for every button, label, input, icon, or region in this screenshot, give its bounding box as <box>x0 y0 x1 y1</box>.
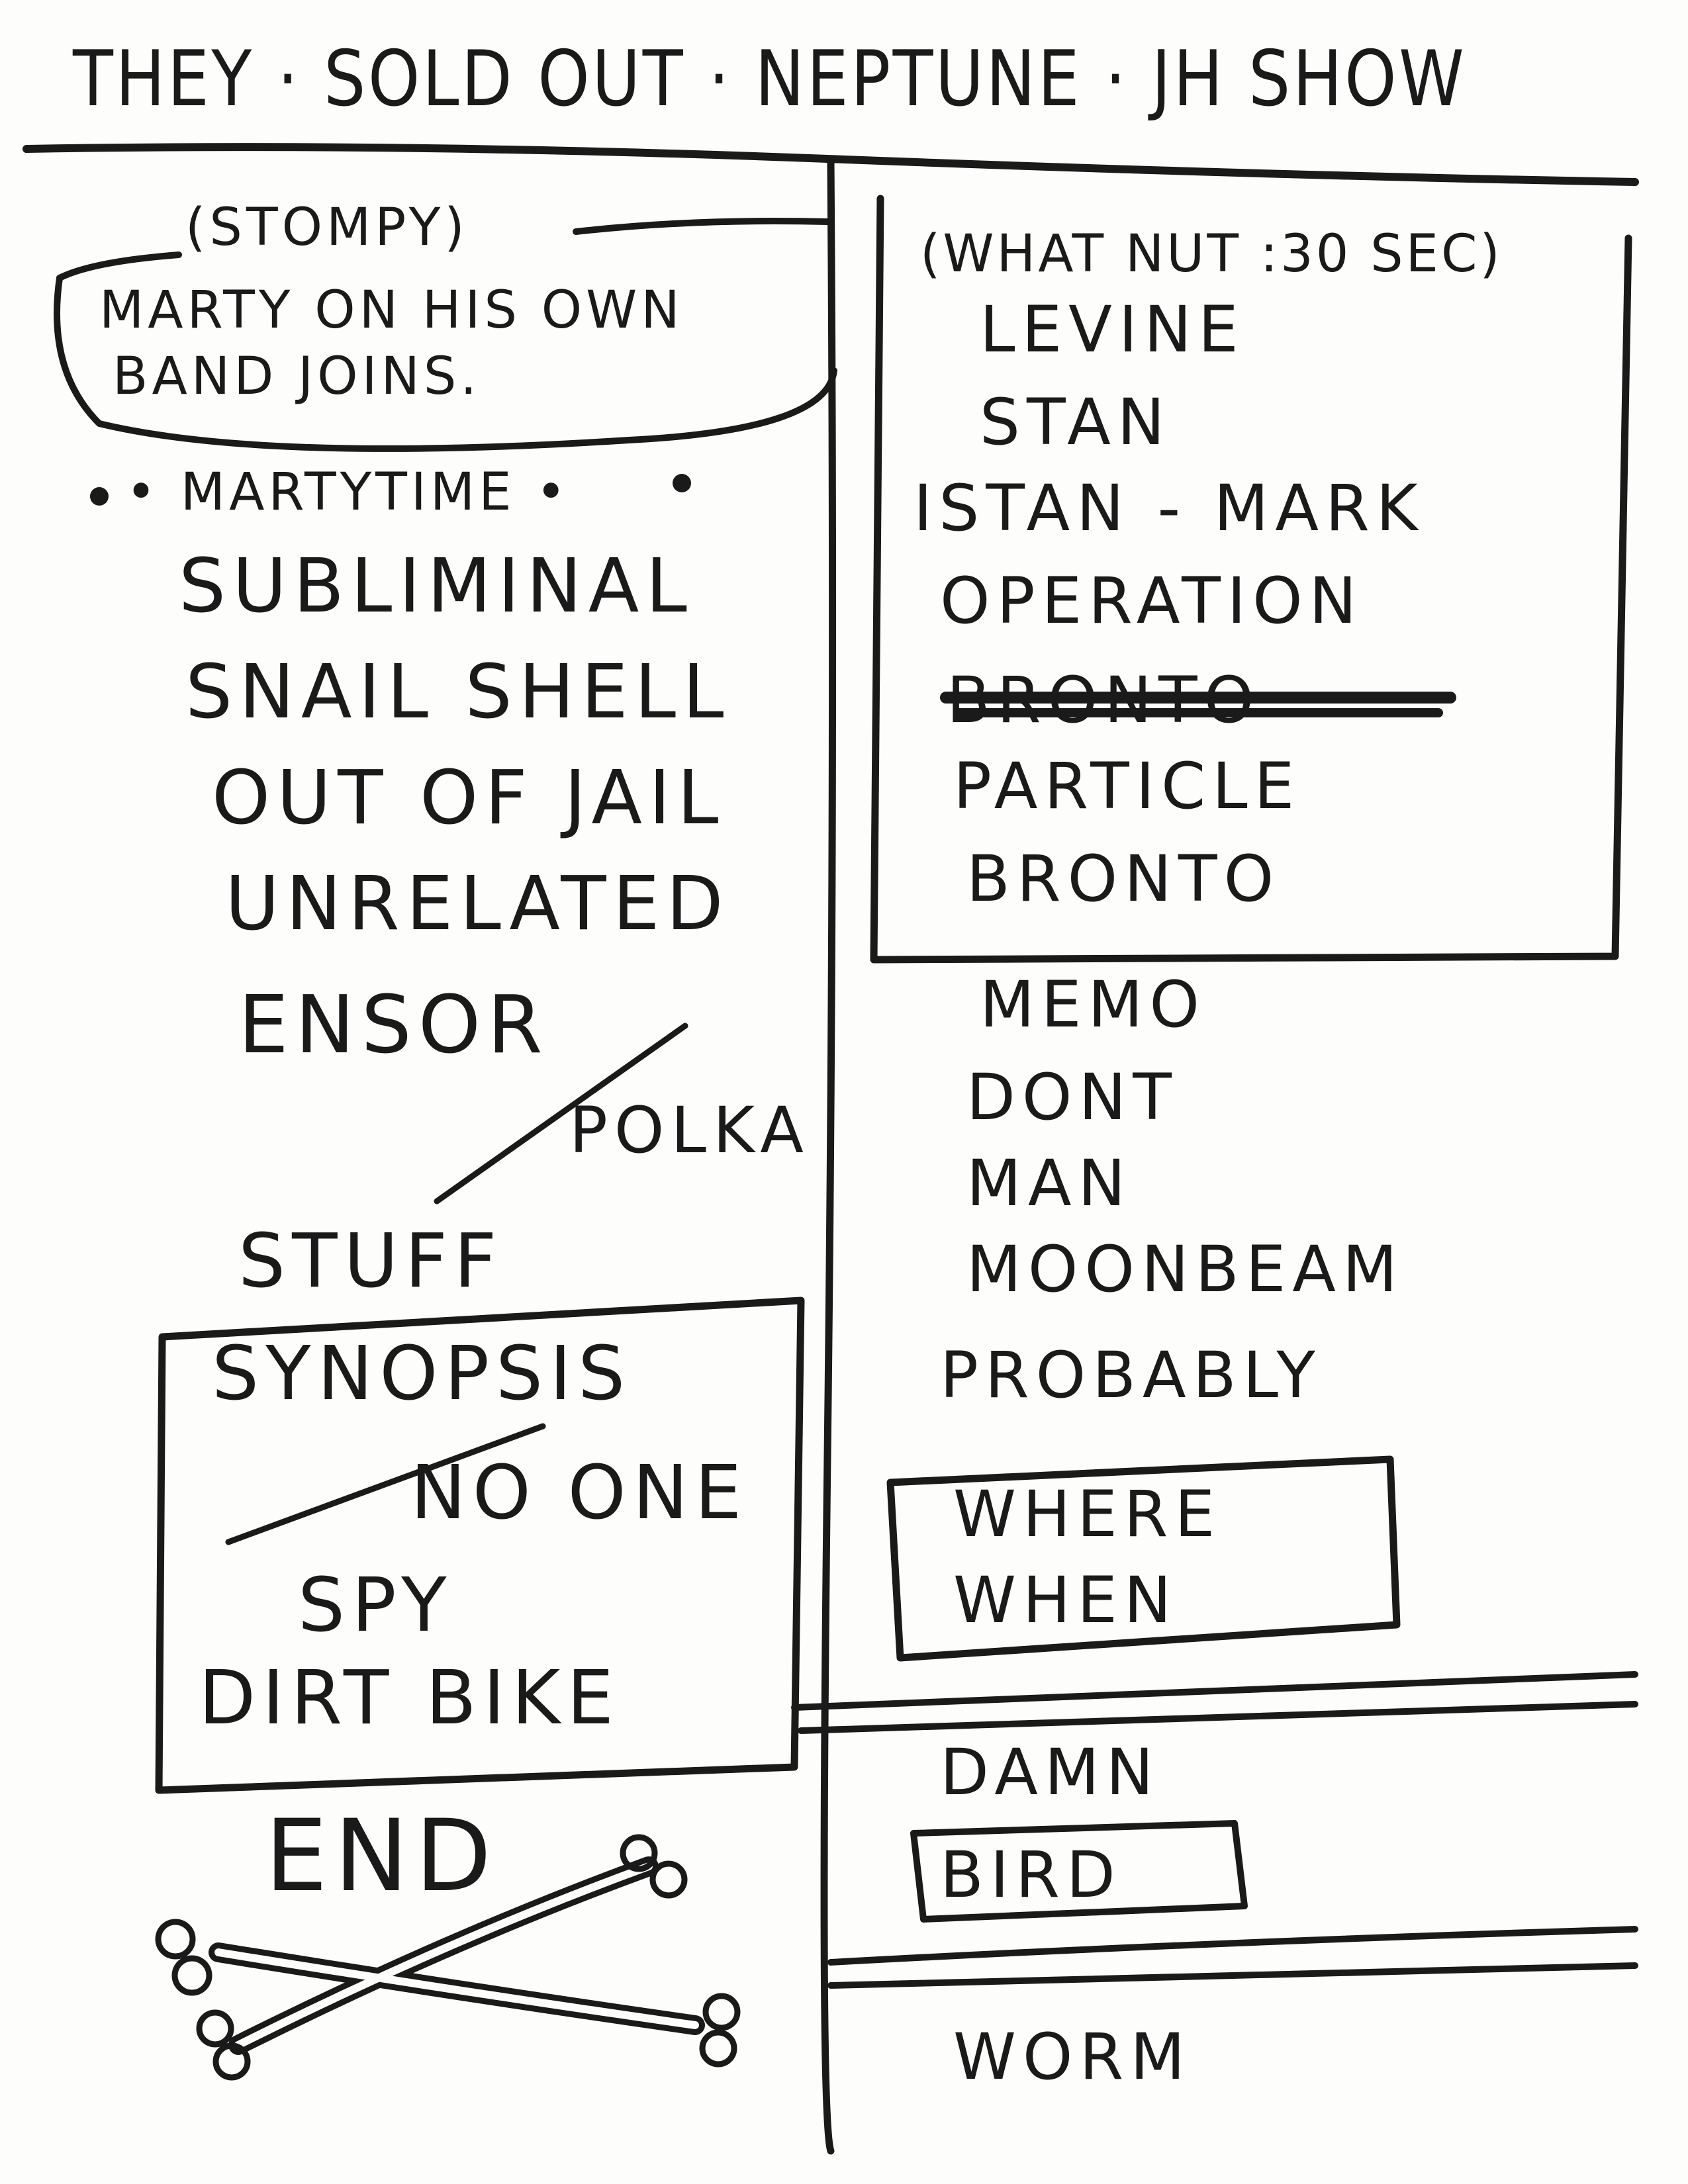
strikethrough-mark <box>940 692 1456 704</box>
song-unrelated: UNRELATED <box>225 861 730 947</box>
left-box <box>155 1297 805 1794</box>
song-ensor: ENSOR <box>238 979 549 1071</box>
song-stuff: STUFF <box>238 1218 504 1304</box>
song-istan-mark: ISTAN - MARK <box>914 471 1425 545</box>
crossed-bones-icon <box>155 1834 741 2081</box>
column-divider <box>820 158 837 2155</box>
song-operation: OPERATION <box>940 564 1364 638</box>
martytime-label: • MARTYTIME • <box>126 463 571 522</box>
song-dont: DONT <box>966 1060 1178 1134</box>
strikethrough-mark-2 <box>953 708 1443 717</box>
song-out-of-jail: OUT OF JAIL <box>212 755 726 841</box>
song-stan: STAN <box>980 385 1172 459</box>
song-subliminal: SUBLIMINAL <box>179 543 694 629</box>
song-levine: LEVINE <box>980 293 1245 367</box>
song-no-one: NO ONE <box>410 1450 749 1536</box>
rule-2a <box>827 1926 1638 1966</box>
song-memo: MEMO <box>980 968 1206 1042</box>
title-underline <box>23 143 1639 186</box>
song-man: MAN <box>966 1146 1133 1220</box>
song-worm: WORM <box>953 2020 1192 2094</box>
song-moonbeam: MOONBEAM <box>966 1232 1404 1306</box>
intro-line-2: MARTY ON HIS OWN <box>99 281 684 340</box>
song-probably: PROBABLY <box>940 1338 1322 1412</box>
synopsis-slash <box>225 1423 546 1545</box>
song-particle: PARTICLE <box>953 749 1301 823</box>
ensor-polka-slash <box>434 1023 688 1205</box>
page-title: THEY · SOLD OUT · NEPTUNE · JH SHOW <box>73 34 1467 124</box>
right-box <box>870 195 1632 964</box>
song-damn: DAMN <box>940 1735 1160 1809</box>
intro-line-1: (STOMPY) <box>185 198 469 257</box>
bird-box <box>910 1820 1248 1923</box>
intro-bubble <box>54 275 837 452</box>
rule-1b <box>798 1701 1638 1734</box>
end-label: END <box>265 1799 498 1914</box>
song-snail-shell: SNAIL SHELL <box>185 649 731 735</box>
intro-line-3: BAND JOINS. <box>113 347 481 406</box>
where-box <box>886 1455 1401 1662</box>
song-when: WHEN <box>953 1563 1178 1637</box>
song-polka: POLKA <box>569 1093 810 1167</box>
song-spy: SPY <box>298 1563 453 1649</box>
right-box-note: (WHAT NUT :30 SEC) <box>920 224 1503 284</box>
rule-2b <box>827 1962 1638 1989</box>
song-where: WHERE <box>953 1477 1222 1551</box>
song-dirt-bike: DIRT BIKE <box>199 1655 621 1741</box>
song-synopsis: SYNOPSIS <box>212 1331 632 1417</box>
song-bird: BIRD <box>940 1838 1122 1912</box>
rule-1a <box>791 1671 1638 1711</box>
song-bronto: BRONTO <box>966 842 1281 916</box>
